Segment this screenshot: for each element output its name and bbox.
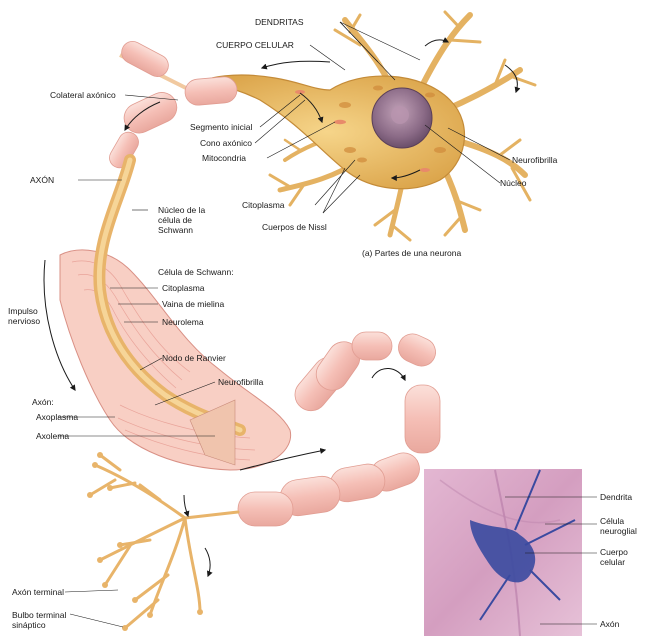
figure-caption: (a) Partes de una neurona xyxy=(362,248,462,258)
axon-cut-face xyxy=(189,399,236,466)
direction-arrows xyxy=(43,37,521,578)
myelin-segments xyxy=(109,92,441,527)
label-cuerpos-nissl: Cuerpos de Nissl xyxy=(262,222,327,232)
label-micro-celula-neuroglial: Célula neuroglial xyxy=(600,516,637,536)
synaptic-bulbs xyxy=(87,452,203,631)
label-neurofibrilla-axon: Neurofibrilla xyxy=(218,377,264,387)
label-cono-axonico: Cono axónico xyxy=(200,138,252,148)
label-citoplasma-schwann: Citoplasma xyxy=(162,283,205,293)
label-micro-axon: Axón xyxy=(600,619,620,629)
label-nodo-ranvier: Nodo de Ranvier xyxy=(162,353,226,363)
label-mitocondria: Mitocondria xyxy=(202,153,246,163)
axon-core-highlight xyxy=(96,157,243,433)
label-axon: AXÓN xyxy=(30,175,55,185)
leader-lines xyxy=(58,21,597,628)
mitochondria xyxy=(295,90,430,172)
label-axoplasma: Axoplasma xyxy=(36,412,79,422)
label-nucleo-schwann: Núcleo de la célula de Schwann xyxy=(158,205,206,235)
micrograph xyxy=(424,469,582,637)
nucleolus xyxy=(391,106,409,124)
label-neurolema: Neurolema xyxy=(162,317,204,327)
label-citoplasma-cuerpo: Citoplasma xyxy=(242,200,285,210)
label-vaina-mielina: Vaina de mielina xyxy=(162,299,225,309)
label-impulso-nervioso: Impulso nervioso xyxy=(8,306,41,326)
nissl-bodies xyxy=(339,85,446,163)
label-segmento-inicial: Segmento inicial xyxy=(190,122,253,132)
label-bulbo-terminal: Bulbo terminal sináptico xyxy=(12,610,67,630)
label-colateral-axonico: Colateral axónico xyxy=(50,90,116,100)
stained-neuron xyxy=(470,520,536,583)
label-axon-terminal: Axón terminal xyxy=(12,587,64,597)
label-cuerpo-celular: CUERPO CELULAR xyxy=(216,40,294,50)
label-dendritas: DENDRITAS xyxy=(255,17,304,27)
label-axolema: Axolema xyxy=(36,431,70,441)
label-celula-schwann: Célula de Schwann: xyxy=(158,267,234,277)
axon-terminals xyxy=(88,453,240,630)
label-micro-cuerpo-celular: Cuerpo celular xyxy=(600,547,628,567)
label-nucleo: Núcleo xyxy=(500,178,527,188)
label-axon-header: Axón: xyxy=(32,397,54,407)
label-micro-dendrita: Dendrita xyxy=(600,492,633,502)
label-neurofibrilla-cuerpo: Neurofibrilla xyxy=(512,155,558,165)
collateral-segments xyxy=(121,41,238,106)
